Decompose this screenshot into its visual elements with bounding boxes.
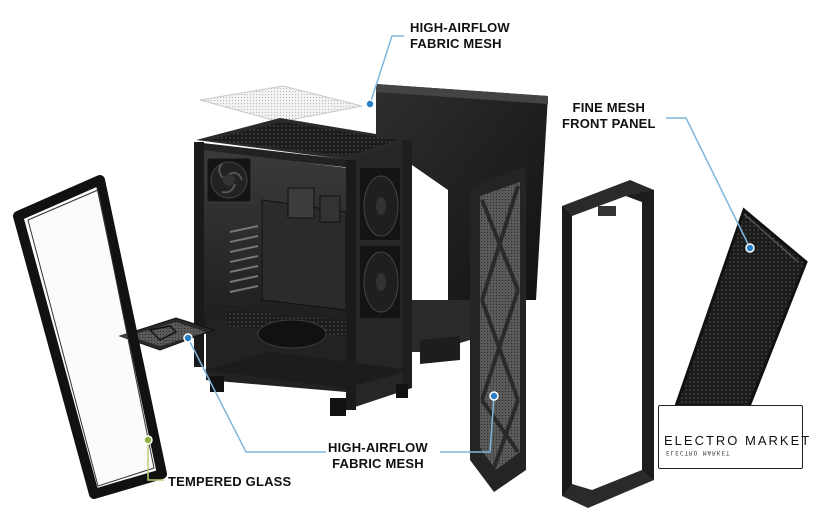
watermark-logo-box: [658, 405, 803, 469]
bottom-dust-filter: [118, 317, 216, 351]
top-mesh-filter: [199, 85, 363, 123]
leader-glass: [147, 440, 164, 481]
front-fan-bottom-icon: [360, 246, 400, 318]
label-tempered-glass-text: TEMPERED GLASS: [168, 474, 292, 489]
label-bottom-mesh-line1: HIGH-AIRFLOW: [328, 440, 428, 455]
front-mesh-frame: [470, 166, 526, 492]
expansion-slots: [229, 225, 259, 293]
leader-top-mesh: [369, 35, 404, 105]
case-chassis: [194, 118, 470, 416]
label-front-panel-line1: FINE MESH: [572, 100, 646, 115]
leader-dots: [143, 99, 755, 445]
label-top-mesh-line2: FABRIC MESH: [410, 36, 502, 51]
watermark-logo-text: ELECTRO MARKET: [664, 433, 812, 448]
leader-front-panel: [666, 117, 751, 249]
rear-fan-icon: [206, 157, 252, 203]
label-bottom-mesh: HIGH-AIRFLOW FABRIC MESH: [328, 440, 428, 472]
label-tempered-glass: TEMPERED GLASS: [168, 474, 291, 490]
label-top-mesh: HIGH-AIRFLOW FABRIC MESH: [410, 20, 510, 52]
label-front-panel: FINE MESH FRONT PANEL: [562, 100, 656, 132]
label-bottom-mesh-line2: FABRIC MESH: [332, 456, 424, 471]
fine-mesh-front-panel: [673, 207, 808, 416]
label-front-panel-line2: FRONT PANEL: [562, 116, 656, 131]
leader-bottom-mesh: [440, 395, 495, 453]
watermark-logo-subtext: ELECTRO MARKET: [666, 449, 731, 456]
tempered-glass-panel: [13, 175, 167, 499]
leader-bottom-filter: [187, 337, 326, 453]
leader-lines: [147, 35, 751, 481]
label-top-mesh-line1: HIGH-AIRFLOW: [410, 20, 510, 35]
front-fan-top-icon: [360, 168, 400, 240]
front-bezel-frame: [562, 180, 654, 508]
